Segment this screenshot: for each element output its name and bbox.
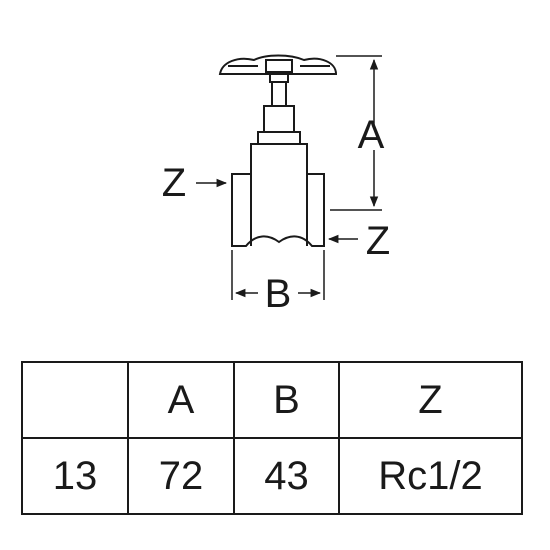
dimension-a (330, 55, 382, 211)
dimension-b (231, 250, 325, 300)
dimension-b-label: B (265, 272, 292, 316)
outlet-thread-label: Z (366, 219, 390, 263)
header-cell-z: Z (338, 361, 523, 439)
handwheel-icon (218, 54, 338, 75)
dimension-a-label: A (358, 113, 385, 157)
header-cell-a: A (127, 361, 235, 439)
valve-dimension-drawing: A B Z Z (162, 54, 390, 316)
table-cell-b: 43 (233, 437, 340, 515)
valve-stem-icon (257, 73, 301, 145)
table-cell-size: 13 (21, 437, 129, 515)
table-row: 13 72 43 Rc1/2 (21, 437, 523, 515)
inlet-thread-label: Z (162, 161, 186, 205)
header-cell-b: B (233, 361, 340, 439)
valve-body-icon (231, 143, 325, 247)
table-header-row: A B Z (21, 361, 523, 439)
table-cell-z: Rc1/2 (338, 437, 523, 515)
table-cell-a: 72 (127, 437, 235, 515)
dimension-table: A B Z 13 72 43 Rc1/2 (21, 361, 523, 515)
header-cell (21, 361, 129, 439)
